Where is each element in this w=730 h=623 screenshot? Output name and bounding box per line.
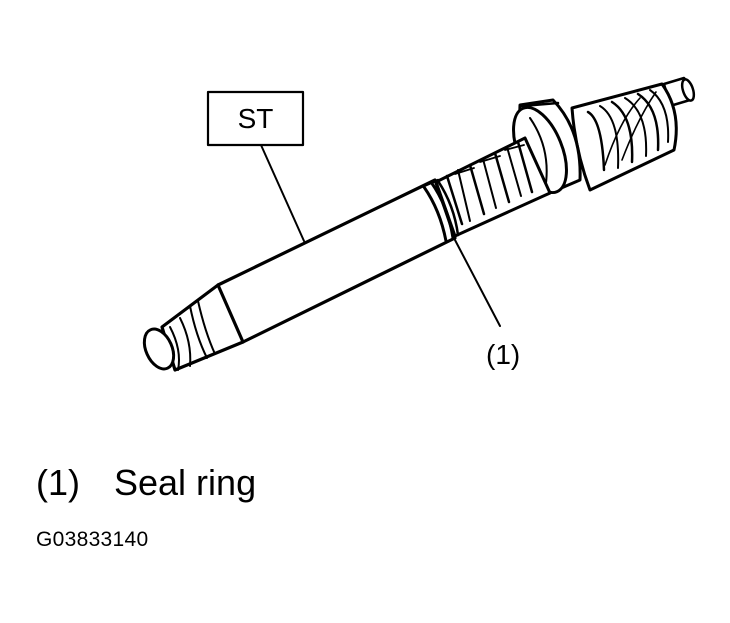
special-tool-body (142, 178, 457, 372)
helical-gear (570, 82, 678, 192)
legend-item-text: Seal ring (114, 462, 257, 503)
legend-item: (1) Seal ring (36, 461, 256, 505)
seal-ring (422, 178, 460, 243)
st-leader-line (260, 144, 305, 242)
legend: (1) Seal ring (36, 461, 256, 505)
flange-collar (512, 98, 582, 197)
seal-ring-leader-line (454, 239, 501, 327)
st-callout-label: ST (238, 103, 274, 134)
legend-item-number: (1) (36, 462, 80, 503)
st-callout-box (206, 90, 305, 147)
seal-ring-callout-label: (1) (486, 339, 520, 370)
figure-code: G03833140 (36, 528, 149, 551)
splined-shaft-section (434, 136, 552, 238)
